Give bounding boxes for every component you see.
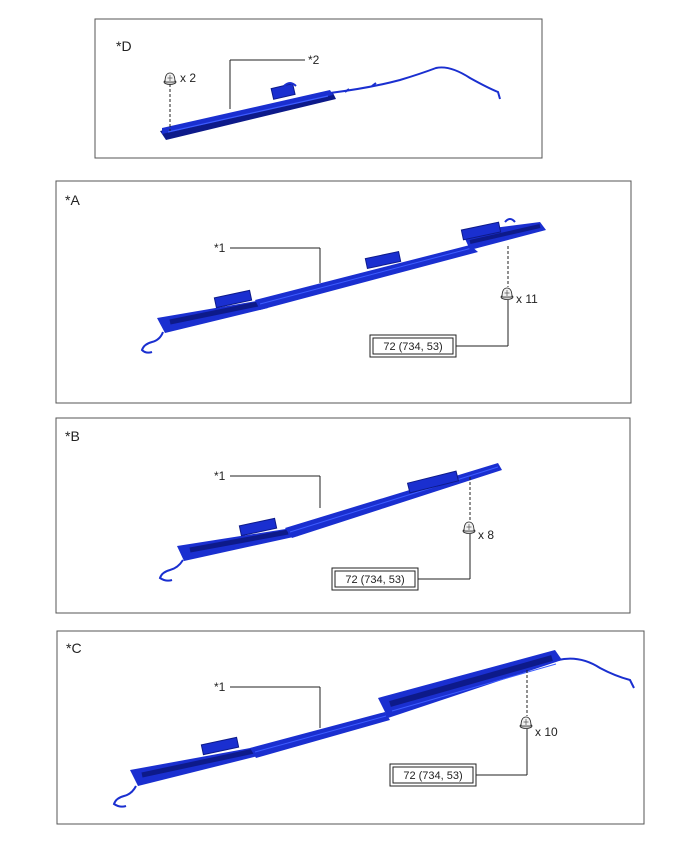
panel-d-frame — [94, 18, 543, 159]
panel-d-callout: *2 — [308, 53, 320, 67]
panel-c-label: *C — [66, 640, 82, 656]
panel-c-fastener-icon — [519, 716, 533, 729]
panel-c-torque-box: 72 (734, 53) — [389, 763, 477, 787]
panel-a-torque: 72 (734, 53) — [383, 341, 442, 353]
panel-b-quantity: x 8 — [478, 528, 494, 542]
panel-b-torque: 72 (734, 53) — [345, 574, 404, 586]
panel-c-torque: 72 (734, 53) — [403, 770, 462, 782]
panel-c: *C *1 x 10 72 (734, 53) — [56, 630, 645, 825]
panel-b-frame — [55, 417, 631, 614]
panel-c-part — [112, 650, 635, 808]
panel-c-quantity: x 10 — [535, 725, 558, 739]
panel-b-fastener-icon — [462, 521, 476, 534]
panel-a-torque-box: 72 (734, 53) — [369, 334, 457, 358]
panel-b-part — [158, 463, 502, 582]
panel-d: *D *2 x 2 — [94, 18, 543, 159]
panel-d-quantity: x 2 — [180, 71, 196, 85]
panel-a-label: *A — [65, 192, 80, 208]
panel-c-callout: *1 — [214, 680, 226, 694]
panel-a-quantity: x 11 — [516, 292, 538, 306]
panel-d-fastener-icon — [163, 72, 177, 85]
panel-c-frame — [56, 630, 645, 825]
panel-b-label: *B — [65, 428, 80, 444]
panel-a: *A *1 x 11 72 (734, 53) — [55, 180, 632, 404]
panel-a-frame — [55, 180, 632, 404]
panel-b-torque-box: 72 (734, 53) — [331, 567, 419, 591]
panel-a-part — [140, 218, 546, 354]
panel-a-fastener-icon — [500, 287, 514, 300]
panel-b-callout: *1 — [214, 469, 226, 483]
panel-b: *B *1 x 8 72 (734, 53) — [55, 417, 631, 614]
panel-d-part — [160, 66, 501, 140]
panel-d-label: *D — [116, 38, 132, 54]
panel-a-callout: *1 — [214, 241, 226, 255]
